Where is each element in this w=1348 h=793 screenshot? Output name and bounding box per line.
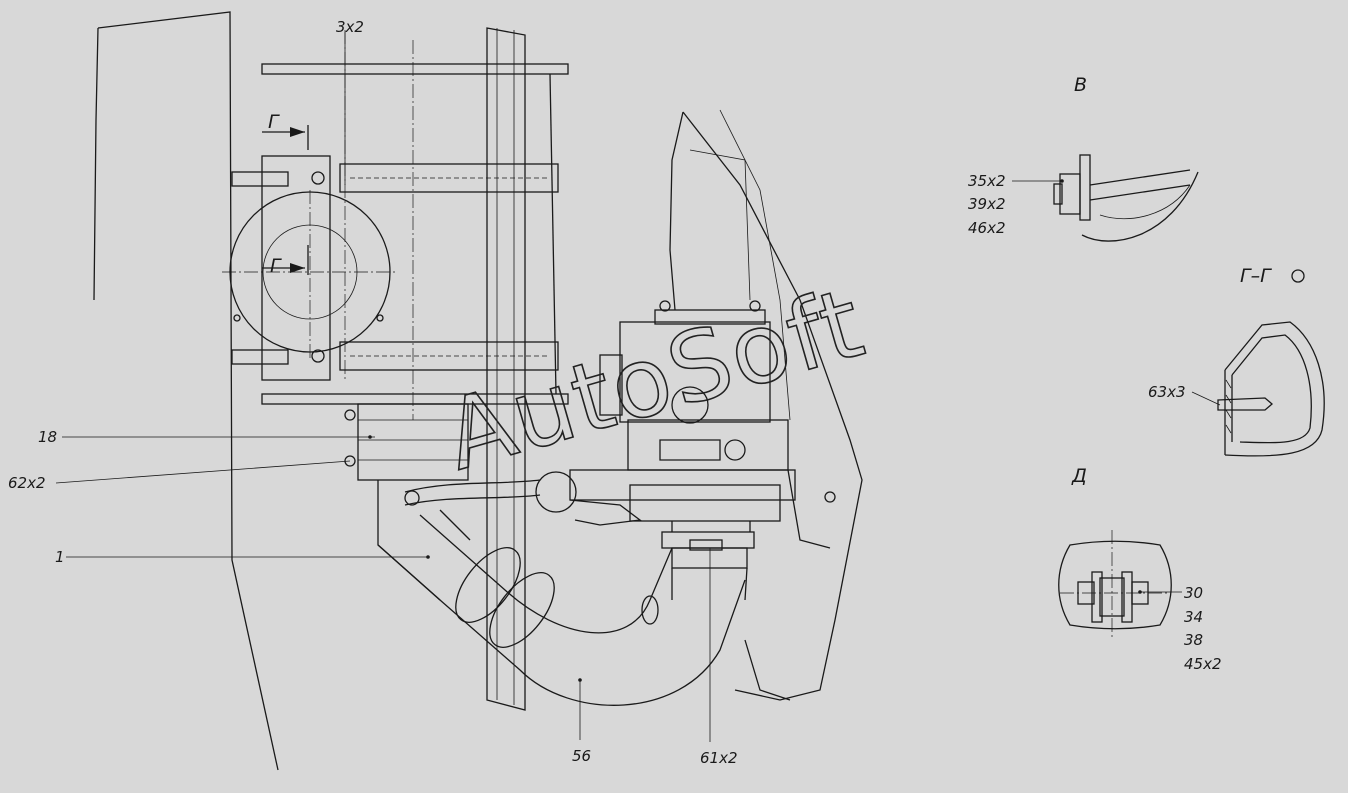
engine-housing <box>669 109 863 701</box>
label-63x3: 63x3 <box>1148 383 1186 401</box>
label-30: 30 <box>1184 584 1203 602</box>
view-title-d: Д <box>1071 465 1087 487</box>
hose-clamp <box>404 471 642 526</box>
section-gg-detail <box>1191 269 1325 457</box>
label-18: 18 <box>38 428 57 446</box>
watermark: AutoSoft <box>433 266 877 493</box>
label-1: 1 <box>55 548 65 566</box>
label-34: 34 <box>1184 608 1203 626</box>
section-mark-g-upper: Г <box>268 111 280 133</box>
label-61x2: 61x2 <box>700 749 738 767</box>
section-marks <box>262 125 309 275</box>
label-39x2: 39x2 <box>968 195 1006 213</box>
callout-labels: 3x2 18 62x2 1 56 61x2 35x2 39x2 46x2 63x… <box>8 18 1222 767</box>
view-title-v: В <box>1074 74 1087 96</box>
tank-circle <box>222 190 395 360</box>
section-title-gg: Г–Г <box>1240 265 1272 287</box>
view-titles: В Г Г Г–Г Д <box>268 74 1272 487</box>
label-45x2: 45x2 <box>1184 655 1222 673</box>
label-35x2: 35x2 <box>968 172 1006 190</box>
mount-block-18 <box>357 403 469 481</box>
leader-lines <box>55 32 711 742</box>
section-mark-g-lower: Г <box>270 255 282 277</box>
pump-assembly <box>569 300 836 551</box>
vertical-post <box>486 27 526 711</box>
detail-view-d <box>1058 530 1182 640</box>
label-46x2: 46x2 <box>968 219 1006 237</box>
label-38: 38 <box>1184 631 1203 649</box>
label-3x2: 3x2 <box>336 18 364 36</box>
detail-view-v <box>1012 154 1199 242</box>
label-62x2: 62x2 <box>8 474 46 492</box>
watermark-text: AutoSoft <box>433 266 876 492</box>
exhaust-pipe <box>377 480 755 706</box>
frame-rail <box>93 11 279 771</box>
label-56: 56 <box>572 747 591 765</box>
